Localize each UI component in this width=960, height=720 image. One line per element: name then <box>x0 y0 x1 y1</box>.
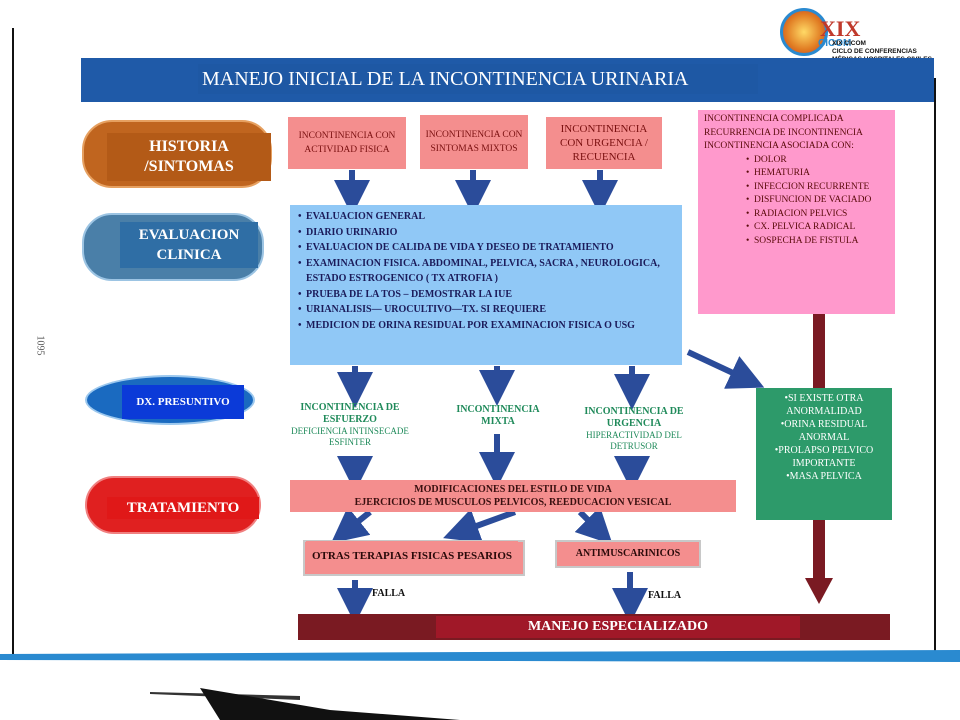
terapias-box: OTRAS TERAPIAS FISICAS PESARIOS <box>306 541 518 571</box>
stage-dx: DX. PRESUNTIVO <box>122 385 244 419</box>
falla-left: FALLA <box>372 588 406 599</box>
dx-esfuerzo-title: INCONTINENCIA DE ESFUERZO <box>300 402 400 425</box>
anormalidad-item: •ORINA RESIDUAL ANORMAL <box>780 419 868 443</box>
dx-esfuerzo: INCONTINENCIA DE ESFUERZO DEFICIENCIA IN… <box>285 402 415 448</box>
dx-urgencia: INCONTINENCIA DE URGENCIA HIPERACTIVIDAD… <box>574 406 694 452</box>
falla-right: FALLA <box>648 590 682 601</box>
complicada-box: INCONTINENCIA COMPLICADA RECURRENCIA DE … <box>698 110 895 314</box>
antimuscarinicos-box: ANTIMUSCARINICOS <box>555 540 701 568</box>
complicada-item: CX. PELVICA RADICAL <box>746 221 889 235</box>
dx-esfuerzo-sub: DEFICIENCIA INTINSECADE ESFINTER <box>291 426 409 447</box>
modificaciones-line2: EJERCICIOS DE MUSCULOS PELVICOS, REEDUCA… <box>354 497 672 508</box>
eval-item: MEDICION DE ORINA RESIDUAL POR EXAMINACI… <box>298 318 676 334</box>
manejo-especializado: MANEJO ESPECIALIZADO <box>436 616 800 638</box>
dx-mixta: INCONTINENCIA MIXTA <box>448 404 548 428</box>
dx-urgencia-title: INCONTINENCIA DE URGENCIA <box>584 406 684 429</box>
eval-item: EVALUACION GENERAL <box>298 209 676 225</box>
modificaciones-line1: MODIFICACIONES DEL ESTILO DE VIDA <box>414 484 612 495</box>
eval-item: PRUEBA DE LA TOS – DEMOSTRAR LA IUE <box>298 287 676 303</box>
otra-anormalidad-box: •SI EXISTE OTRA ANORMALIDAD •ORINA RESID… <box>756 388 892 520</box>
eval-item: EXAMINACION FISICA. ABDOMINAL, PELVICA, … <box>298 256 676 287</box>
logo-mark: XIX <box>820 16 861 41</box>
top-box-mixtos: INCONTINENCIA CON SINTOMAS MIXTOS <box>420 115 528 169</box>
complicada-item: INFECCION RECURRENTE <box>746 181 889 195</box>
evaluacion-box: EVALUACION GENERAL DIARIO URINARIO EVALU… <box>290 205 682 365</box>
eval-item: DIARIO URINARIO <box>298 225 676 241</box>
left-rule <box>12 28 14 658</box>
eval-item: URIANALISIS— UROCULTIVO—TX. SI REQUIERE <box>298 302 676 318</box>
decorative-swoosh <box>0 650 960 720</box>
complicada-item: HEMATURIA <box>746 167 889 181</box>
logo-sub: CICOM <box>818 38 852 49</box>
eval-item: EVALUACION DE CALIDA DE VIDA Y DESEO DE … <box>298 240 676 256</box>
right-rule <box>934 78 936 656</box>
logo-badge-icon <box>780 8 828 56</box>
anormalidad-item: •MASA PELVICA <box>786 471 862 482</box>
stage-historia: HISTORIA /SINTOMAS <box>107 133 271 181</box>
top-box-urgencia: INCONTINENCIA CON URGENCIA / RECUENCIA <box>546 117 662 169</box>
stage-evaluacion: EVALUACION CLINICA <box>120 222 258 268</box>
modificaciones-box: MODIFICACIONES DEL ESTILO DE VIDA EJERCI… <box>290 480 736 512</box>
anormalidad-item: •SI EXISTE OTRA ANORMALIDAD <box>784 393 864 417</box>
anormalidad-item: •PROLAPSO PELVICO IMPORTANTE <box>774 445 874 469</box>
complicada-item: DOLOR <box>746 154 889 168</box>
complicada-item: DISFUNCION DE VACIADO <box>746 194 889 208</box>
complicada-item: SOSPECHA DE FISTULA <box>746 235 889 249</box>
top-box-actividad: INCONTINENCIA CON ACTIVIDAD FISICA <box>288 117 406 169</box>
stage-tratamiento: TRATAMIENTO <box>107 497 259 519</box>
page-title: MANEJO INICIAL DE LA INCONTINENCIA URINA… <box>198 64 758 94</box>
dx-urgencia-sub: HIPERACTIVIDAD DEL DETRUSOR <box>586 430 682 451</box>
complicada-item: RADIACION PELVICS <box>746 208 889 222</box>
complicada-intro: INCONTINENCIA COMPLICADA RECURRENCIA DE … <box>704 114 863 151</box>
dx-mixta-title: INCONTINENCIA MIXTA <box>456 404 540 427</box>
